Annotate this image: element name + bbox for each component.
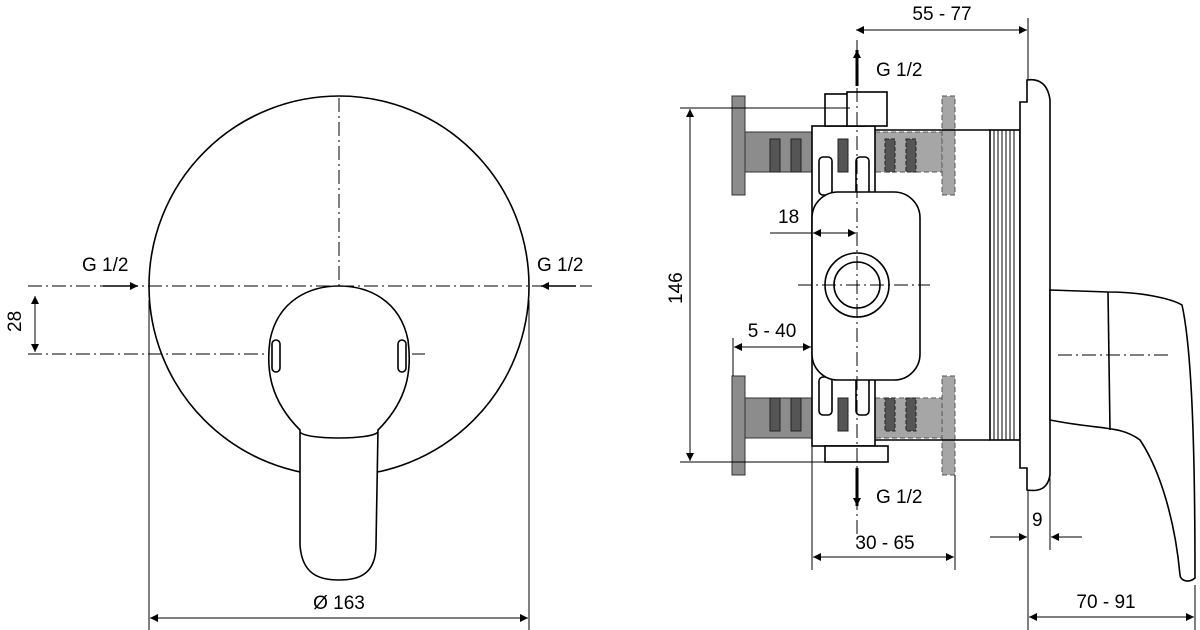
slot	[837, 138, 849, 173]
slot	[884, 138, 896, 173]
top-nut	[846, 91, 888, 127]
diameter-dimension: Ø 163	[313, 593, 365, 614]
handle-side	[1049, 289, 1196, 582]
slot	[790, 397, 802, 432]
slot-outline	[855, 156, 870, 196]
slot	[905, 138, 917, 173]
outlet-top-label: G 1/2	[876, 60, 922, 81]
axis-offset-dimension: 18	[778, 207, 799, 228]
handle-projection-dimension: 70 - 91	[1076, 592, 1135, 613]
flange-top-left	[731, 95, 746, 196]
handle-slot-left	[271, 339, 281, 373]
handle-slot-right	[397, 339, 407, 373]
front-view: G 1/2 G 1/2 28 Ø 163	[5, 95, 592, 630]
slot	[884, 397, 896, 432]
inlet-right-label: G 1/2	[537, 255, 583, 276]
slot	[837, 397, 849, 432]
rosette-plate	[1019, 78, 1051, 492]
depth-dimension-top: 55 - 77	[912, 4, 971, 25]
slot	[905, 397, 917, 432]
slot	[769, 397, 781, 432]
slot-outline	[855, 376, 870, 416]
body-depth-dimension: 30 - 65	[855, 533, 914, 554]
handle-joint-line	[1107, 291, 1111, 431]
slot-outline	[818, 156, 833, 196]
outlet-bottom-label: G 1/2	[876, 487, 922, 508]
handle-joint-line	[299, 431, 379, 439]
flange-top-right	[941, 95, 956, 196]
slot	[790, 138, 802, 173]
thread-lines	[993, 130, 1015, 440]
offset-dimension: 28	[5, 311, 26, 332]
wall-range-dimension: 5 - 40	[748, 321, 797, 342]
lever-handle	[267, 285, 411, 581]
slot	[769, 138, 781, 173]
slot-outline	[818, 376, 833, 416]
flange-bottom-left	[731, 375, 746, 476]
plate-dimension: 9	[1032, 510, 1043, 531]
inlet-left-label: G 1/2	[82, 255, 128, 276]
flange-bottom-right	[941, 375, 956, 476]
mounting-box	[811, 191, 921, 381]
height-dimension: 146	[666, 272, 687, 304]
side-view: G 1/2 G 1/2 55 - 77 146 18 5 - 40 30 - 6…	[666, 4, 1196, 630]
